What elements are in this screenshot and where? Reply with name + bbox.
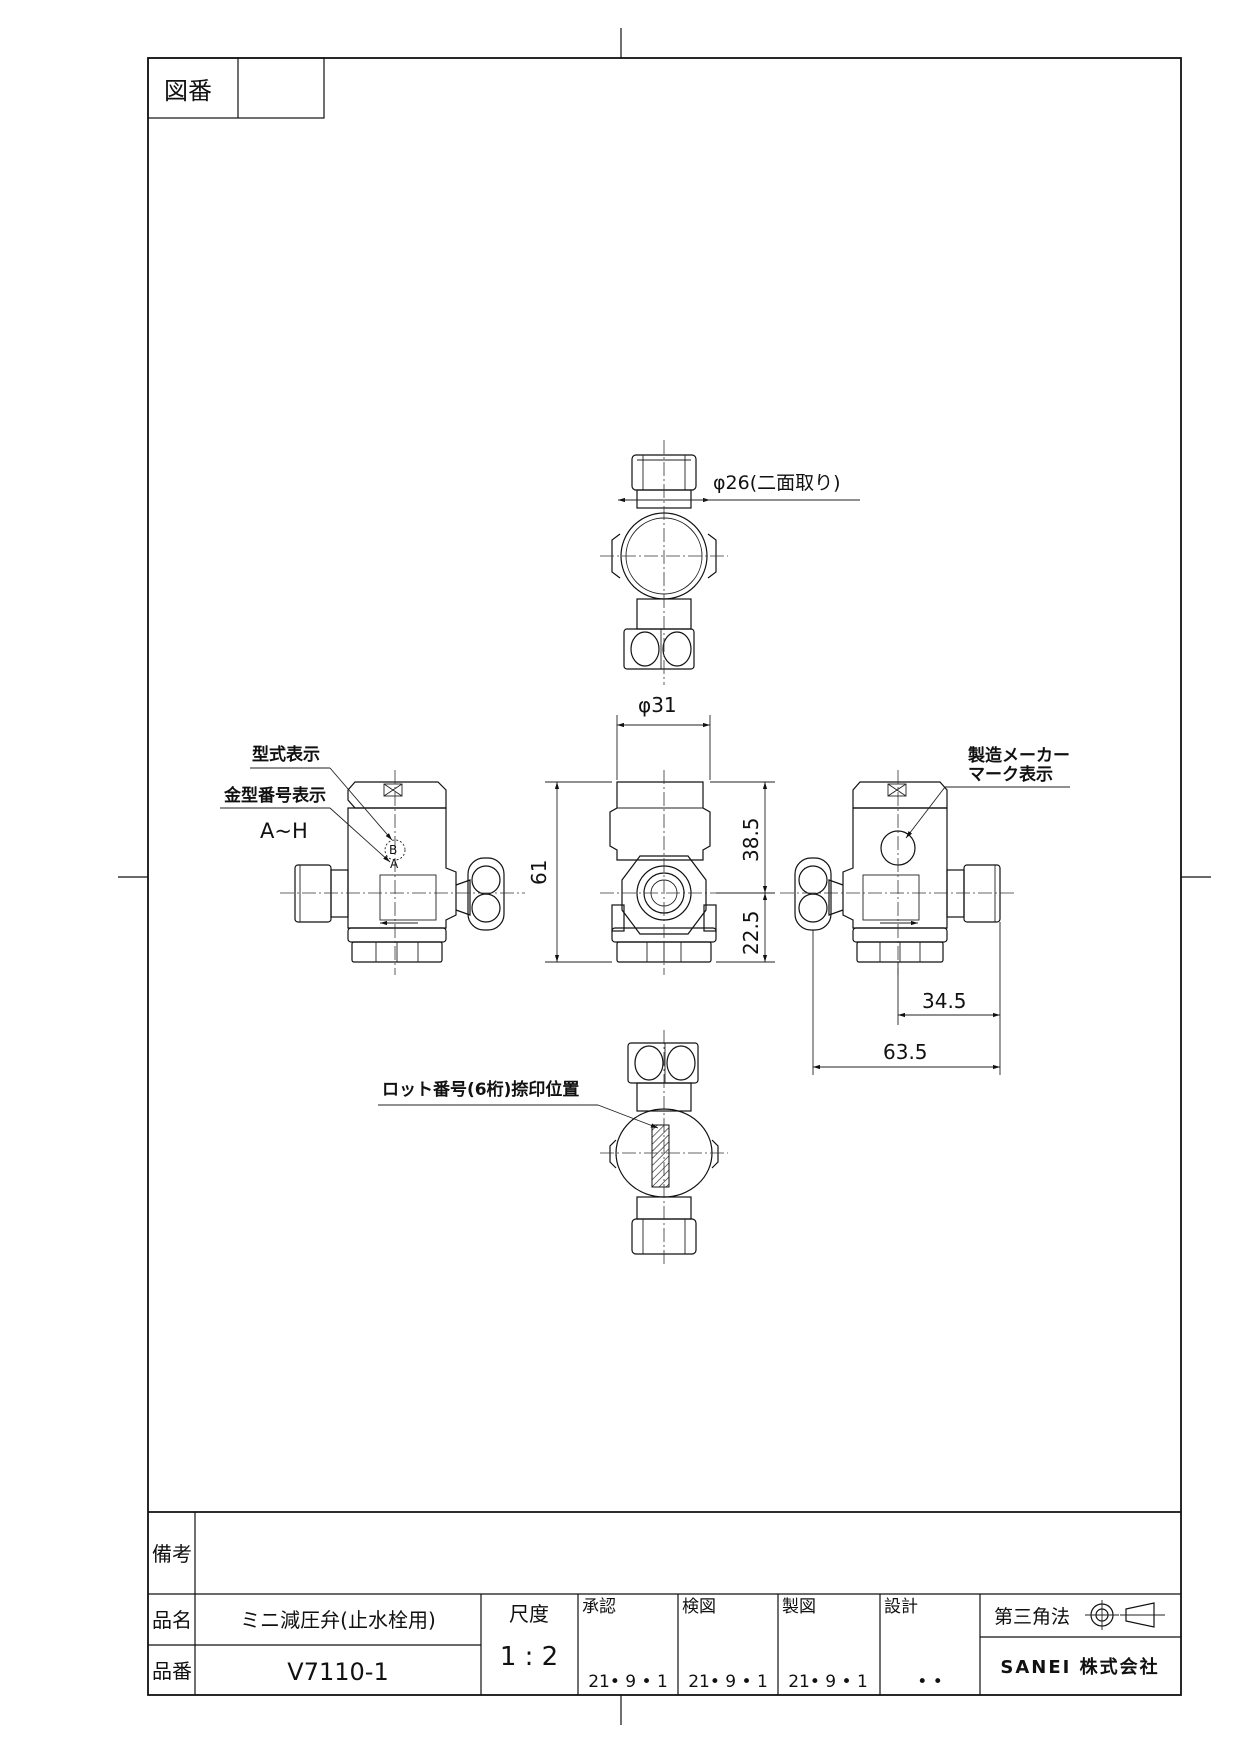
draw-label: 製図	[782, 1597, 816, 1617]
dim-dia31: φ31	[638, 693, 677, 717]
label-mold-range: A~H	[260, 819, 308, 843]
mark-b: B	[389, 843, 397, 857]
dim-63-5: 63.5	[883, 1040, 928, 1064]
scale-label: 尺度	[509, 1602, 549, 1626]
label-lot-no: ロット番号(6桁)捺印位置	[382, 1079, 579, 1100]
product-number: V7110-1	[287, 1658, 388, 1686]
draw-date: 21• 9 • 1	[788, 1672, 868, 1692]
drawing-no-label: 図番	[164, 77, 212, 105]
remarks-label: 備考	[152, 1542, 192, 1566]
number-label: 品番	[152, 1659, 192, 1683]
design-date: • •	[917, 1672, 942, 1692]
design-label: 設計	[884, 1597, 918, 1617]
dim-34-5: 34.5	[922, 989, 967, 1013]
label-model-mark: 型式表示	[252, 744, 320, 765]
top-view	[600, 440, 860, 685]
dim-38-5: 38.5	[739, 817, 763, 862]
dim-61: 61	[527, 860, 551, 885]
right-side-view	[780, 770, 1070, 1075]
label-maker-mark-2: マーク表示	[968, 764, 1053, 785]
dim-dia26: φ26(二面取り)	[713, 472, 841, 494]
approve-date: 21• 9 • 1	[588, 1672, 668, 1692]
bottom-view	[378, 1030, 728, 1265]
label-maker-mark-1: 製造メーカー	[967, 745, 1070, 766]
mark-a: A	[390, 857, 399, 871]
check-date: 21• 9 • 1	[688, 1672, 768, 1692]
dim-22-5: 22.5	[739, 910, 763, 955]
company-name: SANEI 株式会社	[1000, 1656, 1159, 1678]
product-name: ミニ減圧弁(止水栓用)	[240, 1608, 436, 1632]
label-mold-no: 金型番号表示	[223, 785, 326, 806]
check-label: 検図	[682, 1597, 716, 1617]
title-block	[148, 1511, 1181, 1695]
sheet-frame	[118, 28, 1211, 1725]
name-label: 品名	[152, 1608, 192, 1632]
left-side-view	[220, 767, 525, 975]
front-view	[545, 715, 775, 975]
approve-label: 承認	[582, 1597, 616, 1617]
scale-value: 1 : 2	[500, 1642, 558, 1672]
projection-label: 第三角法	[994, 1606, 1070, 1628]
